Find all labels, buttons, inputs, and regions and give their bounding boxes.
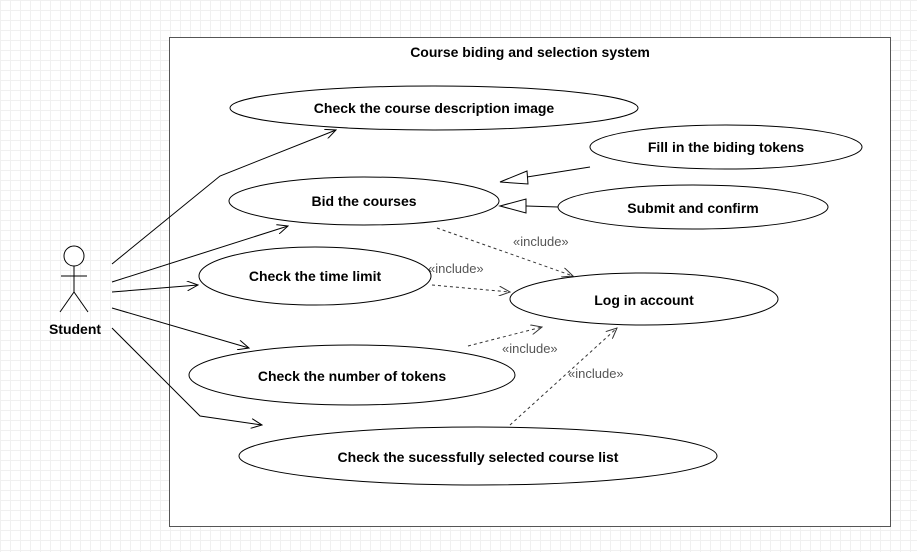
generalization-fill-line [526,166,591,178]
assoc-number-tokens [111,307,249,348]
system-title: Course biding and selection system [410,44,650,60]
use-case-label: Submit and confirm [627,200,758,216]
actor-head [63,245,85,267]
use-case-label: Check the time limit [249,268,382,284]
include-label-list: «include» [568,366,624,381]
include-bid-line [436,227,573,276]
include-label-bid: «include» [513,234,569,249]
use-case-check-description[interactable]: Check the course description image [229,85,639,131]
use-case-check-tokens[interactable]: Check the number of tokens [188,344,516,406]
include-label-tokens: «include» [502,341,558,356]
actor-left-leg [59,291,75,313]
use-case-label: Fill in the biding tokens [648,139,805,155]
use-case-label: Bid the courses [311,193,416,209]
generalization-submit-line [525,205,559,208]
use-case-submit-confirm[interactable]: Submit and confirm [557,184,829,230]
include-label-time: «include» [428,261,484,276]
use-case-label: Log in account [594,292,694,308]
actor-right-leg [73,291,89,313]
include-tokens-line [467,327,542,347]
use-case-bid-courses[interactable]: Bid the courses [228,176,500,226]
use-case-check-selected-list[interactable]: Check the sucessfully selected course li… [238,426,718,486]
use-case-fill-tokens[interactable]: Fill in the biding tokens [589,124,863,170]
assoc-check-description [111,130,336,265]
assoc-bid-courses [111,226,288,283]
use-case-check-time-limit[interactable]: Check the time limit [198,246,432,306]
use-case-log-in[interactable]: Log in account [509,272,779,326]
use-case-label: Check the course description image [314,100,555,116]
assoc-selected-list [111,327,262,425]
actor-student[interactable]: Student [49,245,101,337]
associations [111,130,336,425]
include-dependencies: «include» «include» «include» «include» [428,227,624,426]
use-case-label: Check the number of tokens [258,368,446,384]
use-case-label: Check the sucessfully selected course li… [338,449,619,465]
generalizations [498,166,591,214]
actor-label: Student [49,321,101,337]
generalization-fill-arrowhead [499,170,529,185]
generalization-submit-arrowhead [498,198,527,214]
assoc-time-limit [111,285,198,293]
include-list-line [509,328,617,426]
include-time-line [431,284,510,292]
